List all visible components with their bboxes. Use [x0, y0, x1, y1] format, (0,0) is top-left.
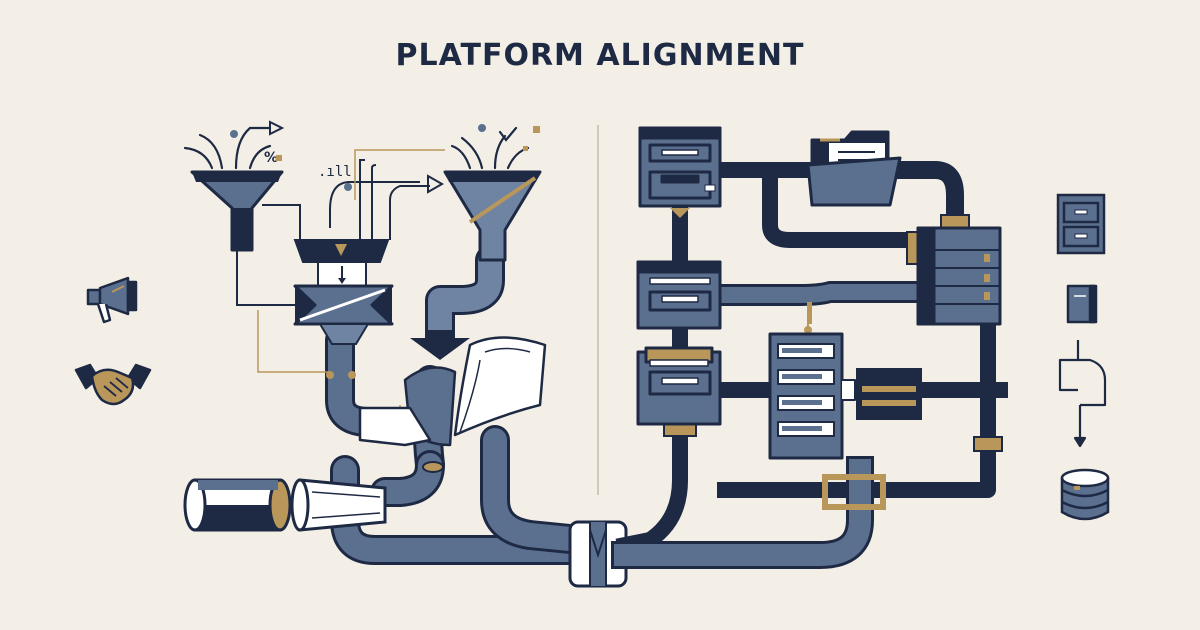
gold-square [533, 126, 540, 133]
arrow-head [269, 120, 285, 136]
right-pipe-network [611, 161, 1008, 569]
document-icon [1066, 284, 1098, 324]
dot [478, 124, 486, 132]
handshake-icon [74, 363, 152, 406]
dot [344, 183, 352, 191]
megaphone-icon [86, 276, 138, 324]
pipe-cylinder-left [183, 478, 292, 532]
filing-cabinet-icon [1056, 193, 1106, 255]
signal-glyph: .ıll [318, 164, 352, 180]
center-junction [568, 520, 628, 588]
pipe-cylinder-right [290, 478, 387, 532]
output-block [856, 368, 922, 420]
cabinet-middle [636, 260, 722, 330]
funnel-left [190, 170, 284, 252]
funnel-left-inputs [183, 126, 272, 170]
diagram-title: PLATFORM ALIGNMENT [395, 38, 805, 73]
left-guide-lines [236, 159, 430, 306]
paper-ribbon [358, 336, 547, 473]
gold-joint [348, 371, 356, 379]
arrow-head [427, 174, 445, 194]
flowchart-icon [1058, 340, 1107, 448]
center-merge-block [293, 239, 394, 345]
server-rack [916, 226, 1002, 326]
record-stack [768, 302, 856, 460]
gold-joint [326, 371, 334, 379]
cabinet-lower [636, 346, 722, 426]
database-icon [1060, 468, 1110, 521]
funnel-right-inputs [450, 126, 530, 170]
folder-icon-large [806, 130, 902, 207]
dot [230, 130, 238, 138]
gold-square [276, 155, 282, 161]
percent-glyph: % [264, 150, 278, 166]
down-arrow [410, 330, 470, 360]
gold-square [523, 146, 528, 151]
funnel-right [443, 170, 542, 262]
cabinet-top [638, 126, 722, 218]
